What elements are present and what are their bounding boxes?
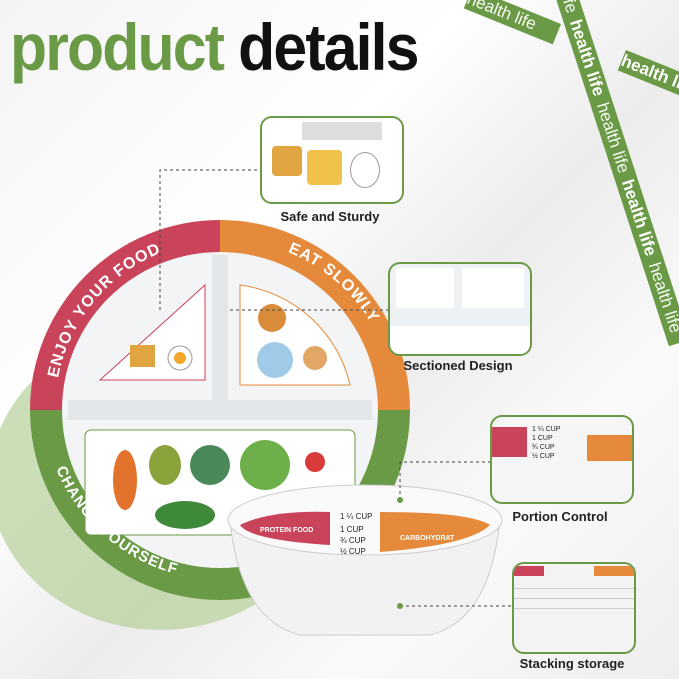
measuring-bowl: PROTEIN FOOD CARBOHYDRAT 1 ¼ CUP 1 CUP ¾…: [227, 484, 503, 636]
label-sectioned-design: Sectioned Design: [403, 358, 513, 373]
title-black: details: [238, 10, 419, 84]
bowl-carb-label: CARBOHYDRAT: [400, 535, 455, 542]
bowl-protein-label: PROTEIN FOOD: [260, 527, 313, 534]
callout-sectioned-design: [388, 262, 532, 356]
label-portion-control: Portion Control: [512, 509, 608, 524]
callout-connectors: [159, 169, 512, 607]
title-green: product: [10, 10, 225, 84]
callout-stacking-storage: [512, 562, 636, 654]
bowl-mark: 1 CUP: [340, 525, 364, 534]
label-stacking-storage: Stacking storage: [519, 656, 625, 671]
callout-safe-sturdy: [260, 116, 404, 204]
bowl-mark: 1 ¼ CUP: [340, 512, 372, 521]
bowl-mark: ½ CUP: [340, 547, 366, 556]
page-title: product details: [10, 14, 419, 80]
label-safe-sturdy: Safe and Sturdy: [280, 209, 380, 224]
bowl-mark: ¾ CUP: [340, 536, 366, 545]
